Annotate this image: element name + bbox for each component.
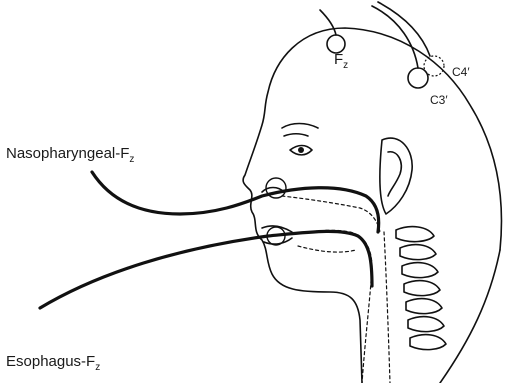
neck-back-outline xyxy=(440,250,500,383)
c4-electrode-wire xyxy=(378,2,430,56)
c3-electrode xyxy=(408,68,428,88)
eyebrow xyxy=(282,124,318,129)
c3-label: C3′ xyxy=(430,93,448,107)
nasopharyngeal-electrode-wire xyxy=(92,172,379,232)
ear-outline xyxy=(380,138,412,214)
brow-wrinkle xyxy=(284,134,308,136)
ear-inner xyxy=(388,152,401,196)
nasal-cavity-dashed xyxy=(282,196,380,232)
cervical-spine xyxy=(396,227,446,350)
fz-label: Fz xyxy=(334,51,348,71)
airway-dashed-back xyxy=(384,232,390,383)
esophagus-label: Esophagus-Fz xyxy=(6,353,100,373)
c3-electrode-wire xyxy=(372,6,418,68)
eye-pupil xyxy=(298,147,304,153)
head-profile-outline xyxy=(243,28,501,383)
nasopharyngeal-label: Nasopharyngeal-Fz xyxy=(6,145,134,165)
c4-label: C4′ xyxy=(452,65,470,79)
tongue-dashed xyxy=(298,246,356,252)
esophageal-electrode-wire xyxy=(40,231,372,308)
